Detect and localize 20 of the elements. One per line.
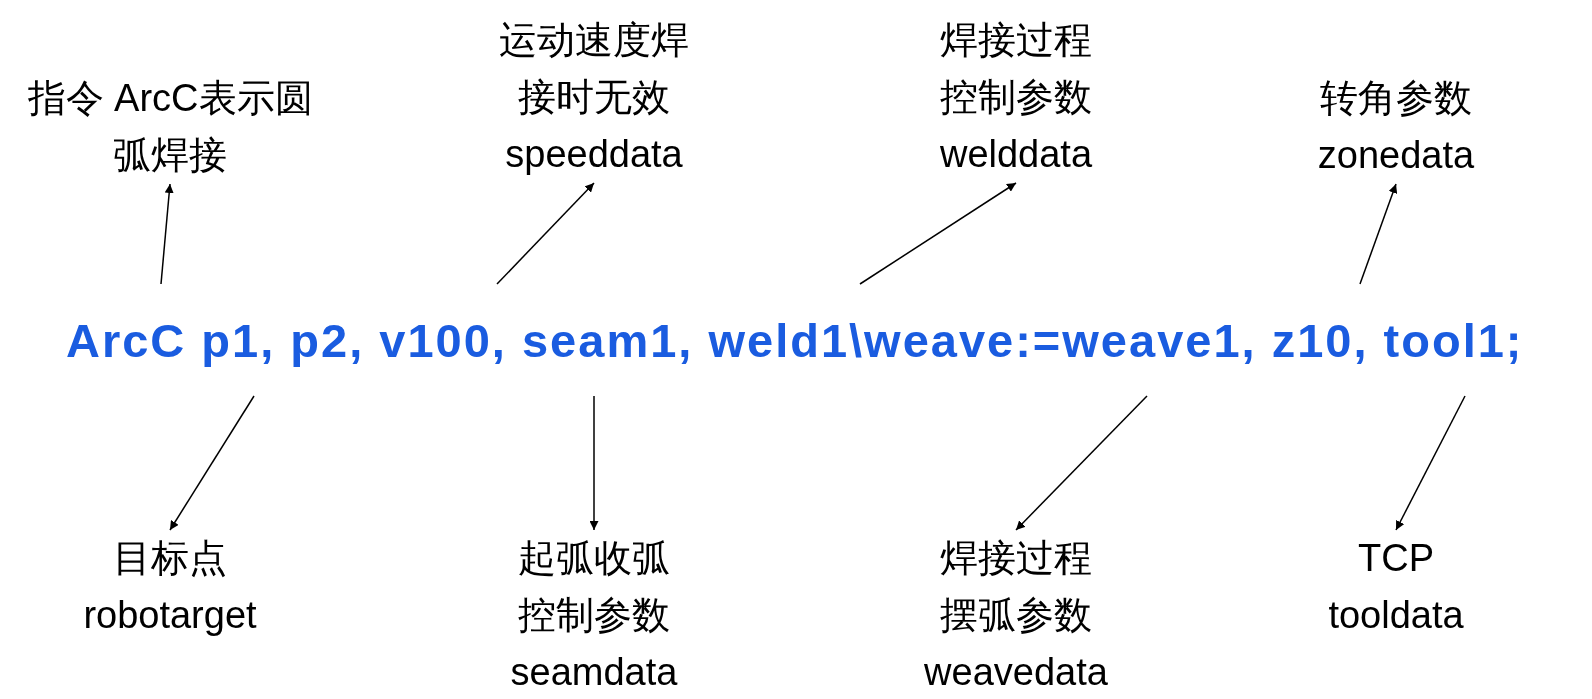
annotation-text: 转角参数 — [1319, 76, 1473, 121]
code-line: ArcC p1, p2, v100, seam1, weld1\weave:=weave1, z10, tool1; — [66, 284, 1524, 396]
annotation-text: 指令 ArcC表示圆弧焊接 — [26, 76, 314, 178]
data-type-name: welddata — [938, 132, 1094, 177]
arrow — [589, 395, 599, 531]
data-type-name: tooldata — [1327, 593, 1465, 638]
data-type-name: zonedata — [1316, 133, 1476, 178]
data-type-name: robotarget — [82, 593, 258, 638]
data-type-name: seamdata — [509, 650, 679, 695]
arrow — [496, 182, 595, 285]
annotation-text: TCP — [1357, 536, 1435, 581]
arrow — [1359, 183, 1398, 285]
arrow — [1395, 395, 1466, 531]
data-type-name: weavedata — [924, 650, 1108, 695]
annotation-text: 目标点 — [112, 536, 228, 581]
arrow — [1015, 395, 1148, 531]
arrow — [160, 183, 174, 285]
arrow — [859, 182, 1017, 285]
data-type-name: speeddata — [504, 132, 684, 177]
arrow — [169, 395, 255, 531]
